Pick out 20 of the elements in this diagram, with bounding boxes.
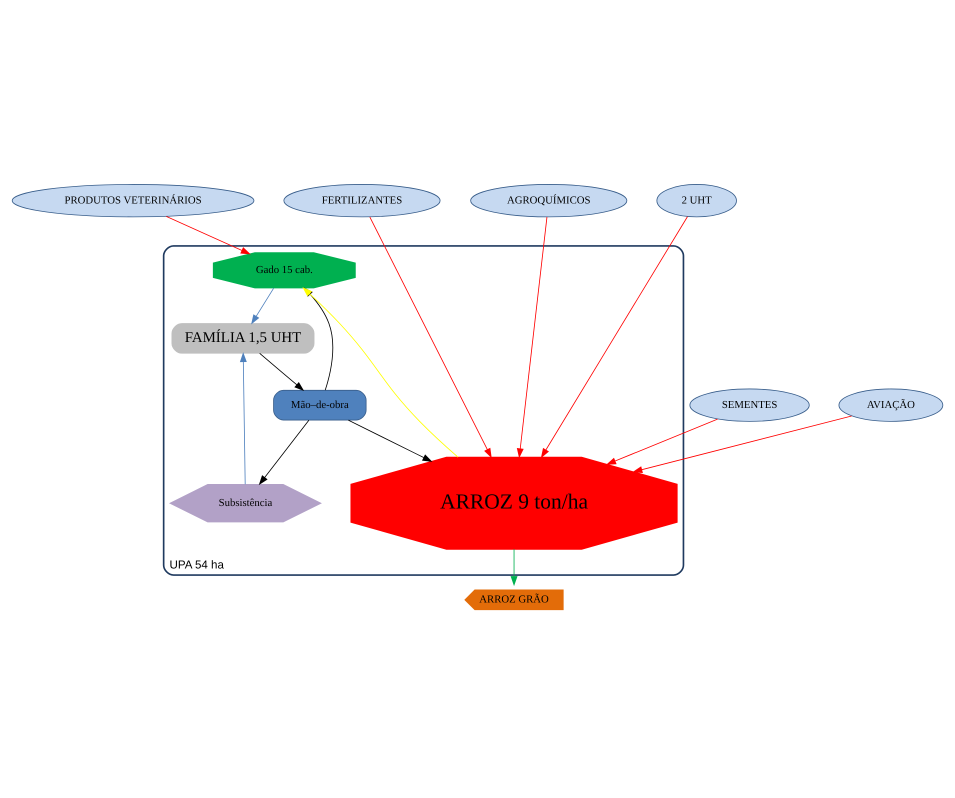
arrow bbox=[369, 216, 492, 458]
arrow bbox=[251, 287, 274, 324]
arrow bbox=[606, 418, 718, 464]
arrow bbox=[516, 216, 548, 458]
node-ellipse: SEMENTES bbox=[689, 388, 810, 422]
node-ellipse: PRODUTOS VETERINÁRIOS bbox=[12, 184, 254, 217]
node-ellipse: 2 UHT bbox=[656, 184, 737, 217]
arrow bbox=[510, 548, 518, 586]
arrow bbox=[540, 216, 688, 458]
arrow bbox=[632, 415, 852, 473]
node-box: Mão–de-obra bbox=[273, 389, 367, 420]
node-ellipse: FERTILIZANTES bbox=[283, 184, 440, 217]
node-ellipse: AVIAÇÃO bbox=[838, 388, 944, 422]
node-box: FAMÍLIA 1,5 UHT bbox=[172, 322, 314, 354]
arrow bbox=[240, 352, 247, 484]
arrow bbox=[259, 352, 304, 391]
node-ellipse: AGROQUÍMICOS bbox=[470, 184, 628, 217]
arrow bbox=[166, 216, 251, 254]
arrow bbox=[348, 419, 432, 462]
arrow bbox=[258, 419, 310, 485]
